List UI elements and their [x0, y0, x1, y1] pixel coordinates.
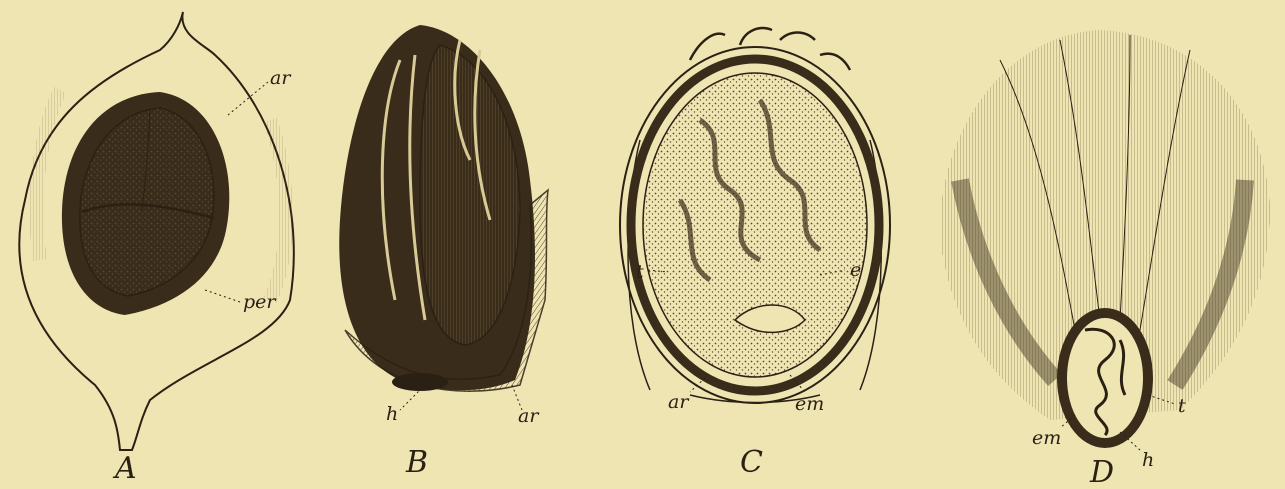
- label-h-b: h: [386, 403, 398, 425]
- figure-c: t e ar em C: [620, 28, 890, 480]
- label-ar-c: ar: [668, 391, 690, 413]
- figure-b: h ar B: [339, 25, 548, 480]
- figure-letter-b: B: [405, 445, 428, 480]
- label-h-d: h: [1142, 449, 1154, 471]
- leader-line-per-a: [205, 290, 240, 302]
- figure-letter-d: D: [1089, 455, 1114, 489]
- leader-line-h-b: [400, 388, 422, 410]
- label-t-d: t: [1178, 395, 1186, 417]
- label-per-a: per: [243, 291, 277, 313]
- figure-letter-c: C: [740, 445, 763, 480]
- figure-a-seed: [62, 92, 229, 315]
- figure-letter-a: A: [112, 451, 137, 486]
- label-t-c: t: [636, 261, 644, 283]
- figure-a: ar per A: [19, 12, 294, 486]
- leader-line-ar-a: [228, 82, 268, 115]
- label-ar-a: ar: [270, 67, 292, 89]
- figure-d-seed-body: [1057, 308, 1153, 448]
- figure-d: em h t D: [940, 30, 1270, 489]
- label-em-c: em: [795, 393, 824, 415]
- label-em-d: em: [1032, 427, 1061, 449]
- label-e-c: e: [850, 259, 861, 281]
- figure-b-seed: [339, 25, 548, 391]
- label-ar-b: ar: [518, 405, 540, 427]
- figure-c-seed-section: [620, 47, 890, 403]
